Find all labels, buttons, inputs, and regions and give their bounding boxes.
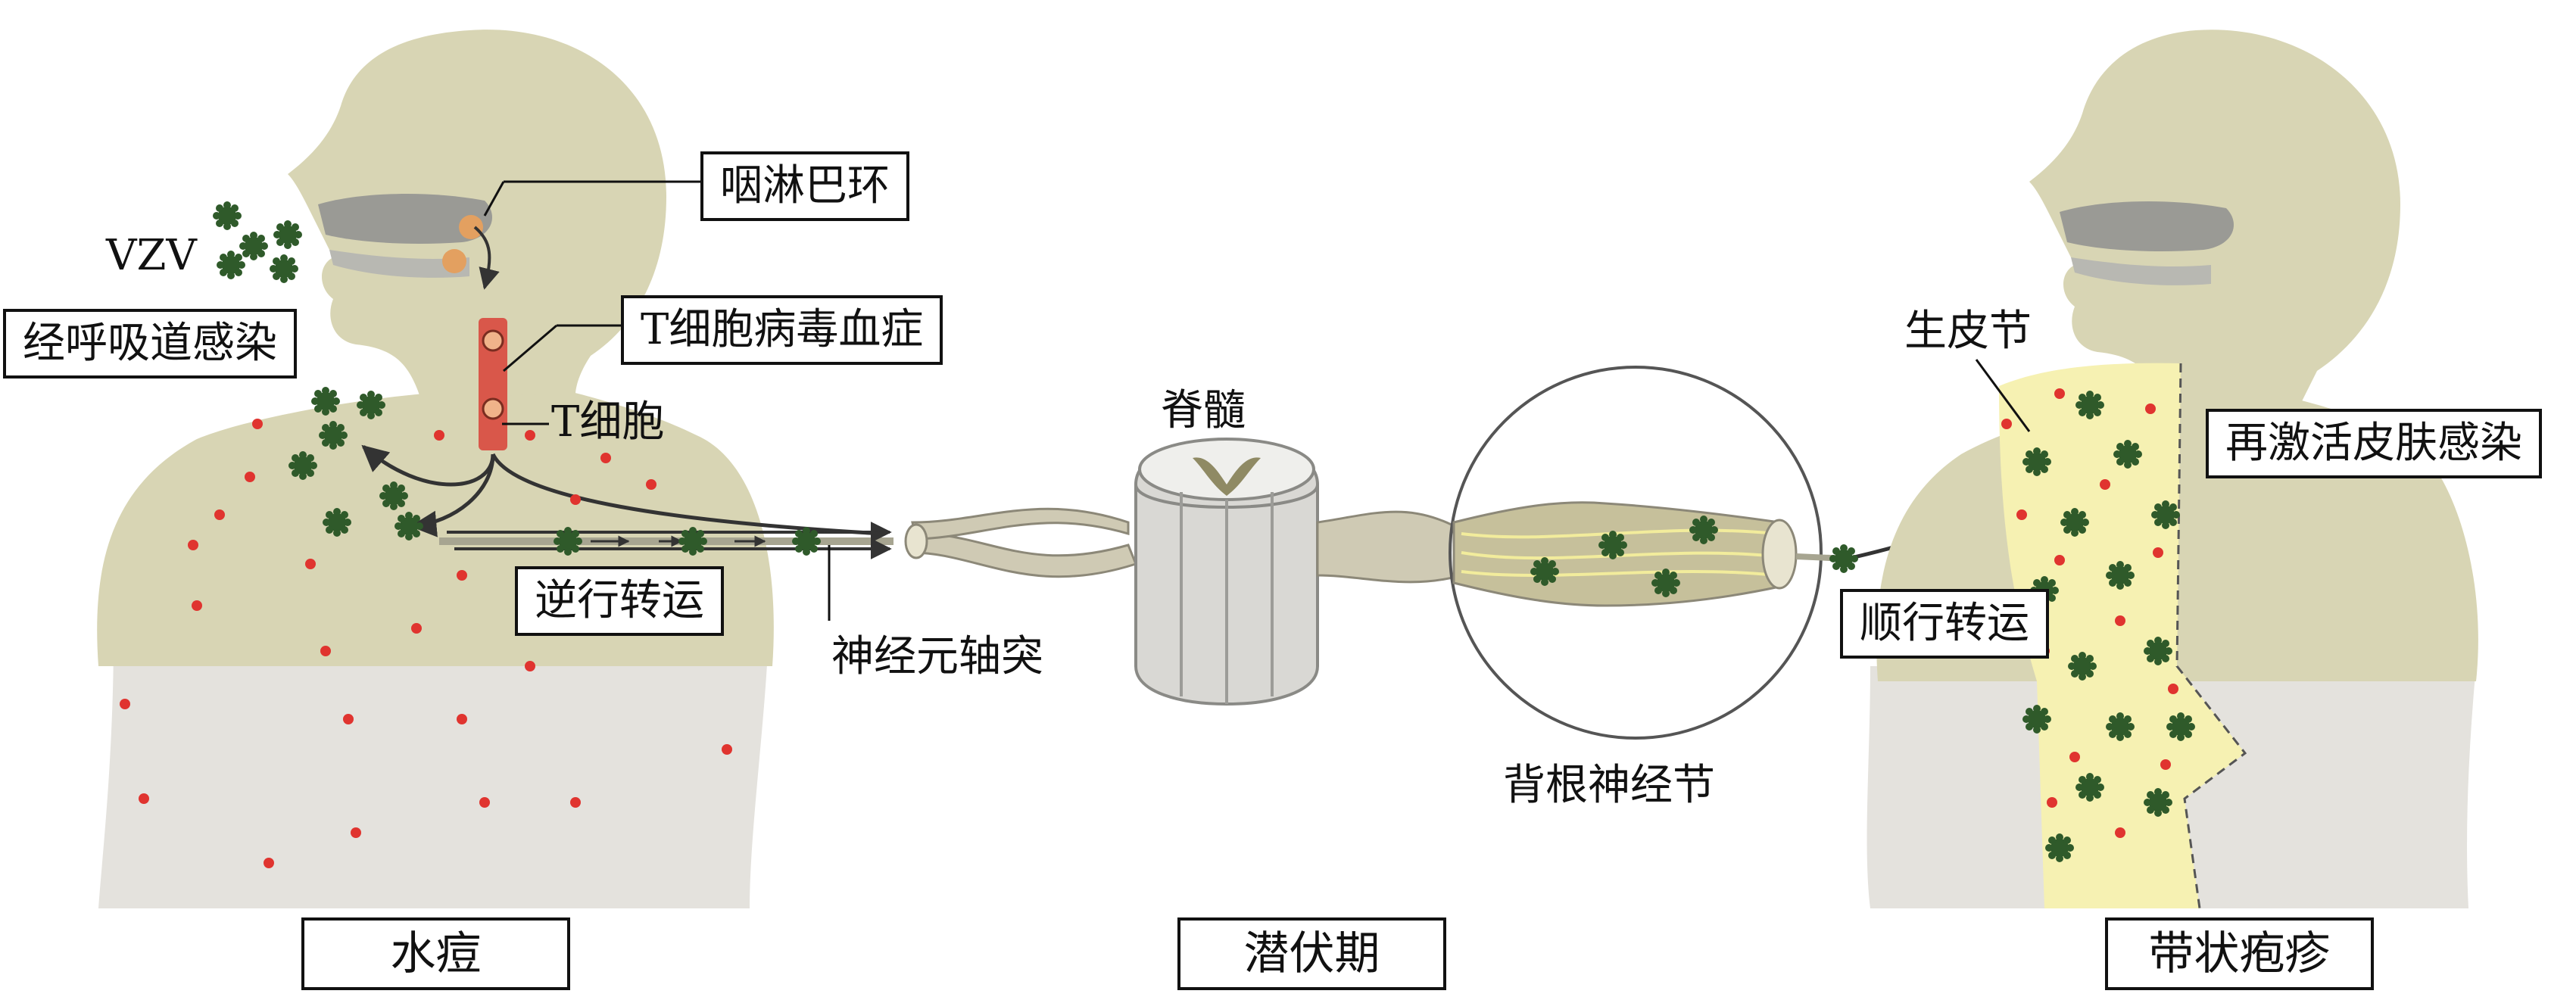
right-figure <box>1867 30 2478 909</box>
label-pharyngeal-lymphatic-ring: 咽淋巴环 <box>700 151 909 221</box>
label-neuron-axon: 神经元轴突 <box>831 632 1043 681</box>
label-spinal-cord: 脊髓 <box>1161 386 1246 435</box>
label-t-cell: T细胞 <box>551 397 665 447</box>
left-figure <box>97 30 893 908</box>
spinal-cord-and-ganglion <box>904 366 2010 740</box>
label-reactivated-skin-infection: 再激活皮肤感染 <box>2206 409 2542 478</box>
stage-latency: 潜伏期 <box>1177 917 1446 990</box>
stage-varicella: 水痘 <box>301 917 570 990</box>
stage-herpes-zoster: 带状疱疹 <box>2105 917 2374 990</box>
label-vzv: VZV <box>106 231 197 280</box>
label-t-cell-viremia: T细胞病毒血症 <box>621 295 943 365</box>
label-retrograde-transport: 逆行转运 <box>515 566 724 636</box>
label-respiratory-infection: 经呼吸道感染 <box>3 309 297 379</box>
label-dorsal-root-ganglion: 背根神经节 <box>1503 761 1715 810</box>
label-dermatome: 生皮节 <box>1904 307 2032 356</box>
label-anterograde-transport: 顺行转运 <box>1840 589 2049 659</box>
